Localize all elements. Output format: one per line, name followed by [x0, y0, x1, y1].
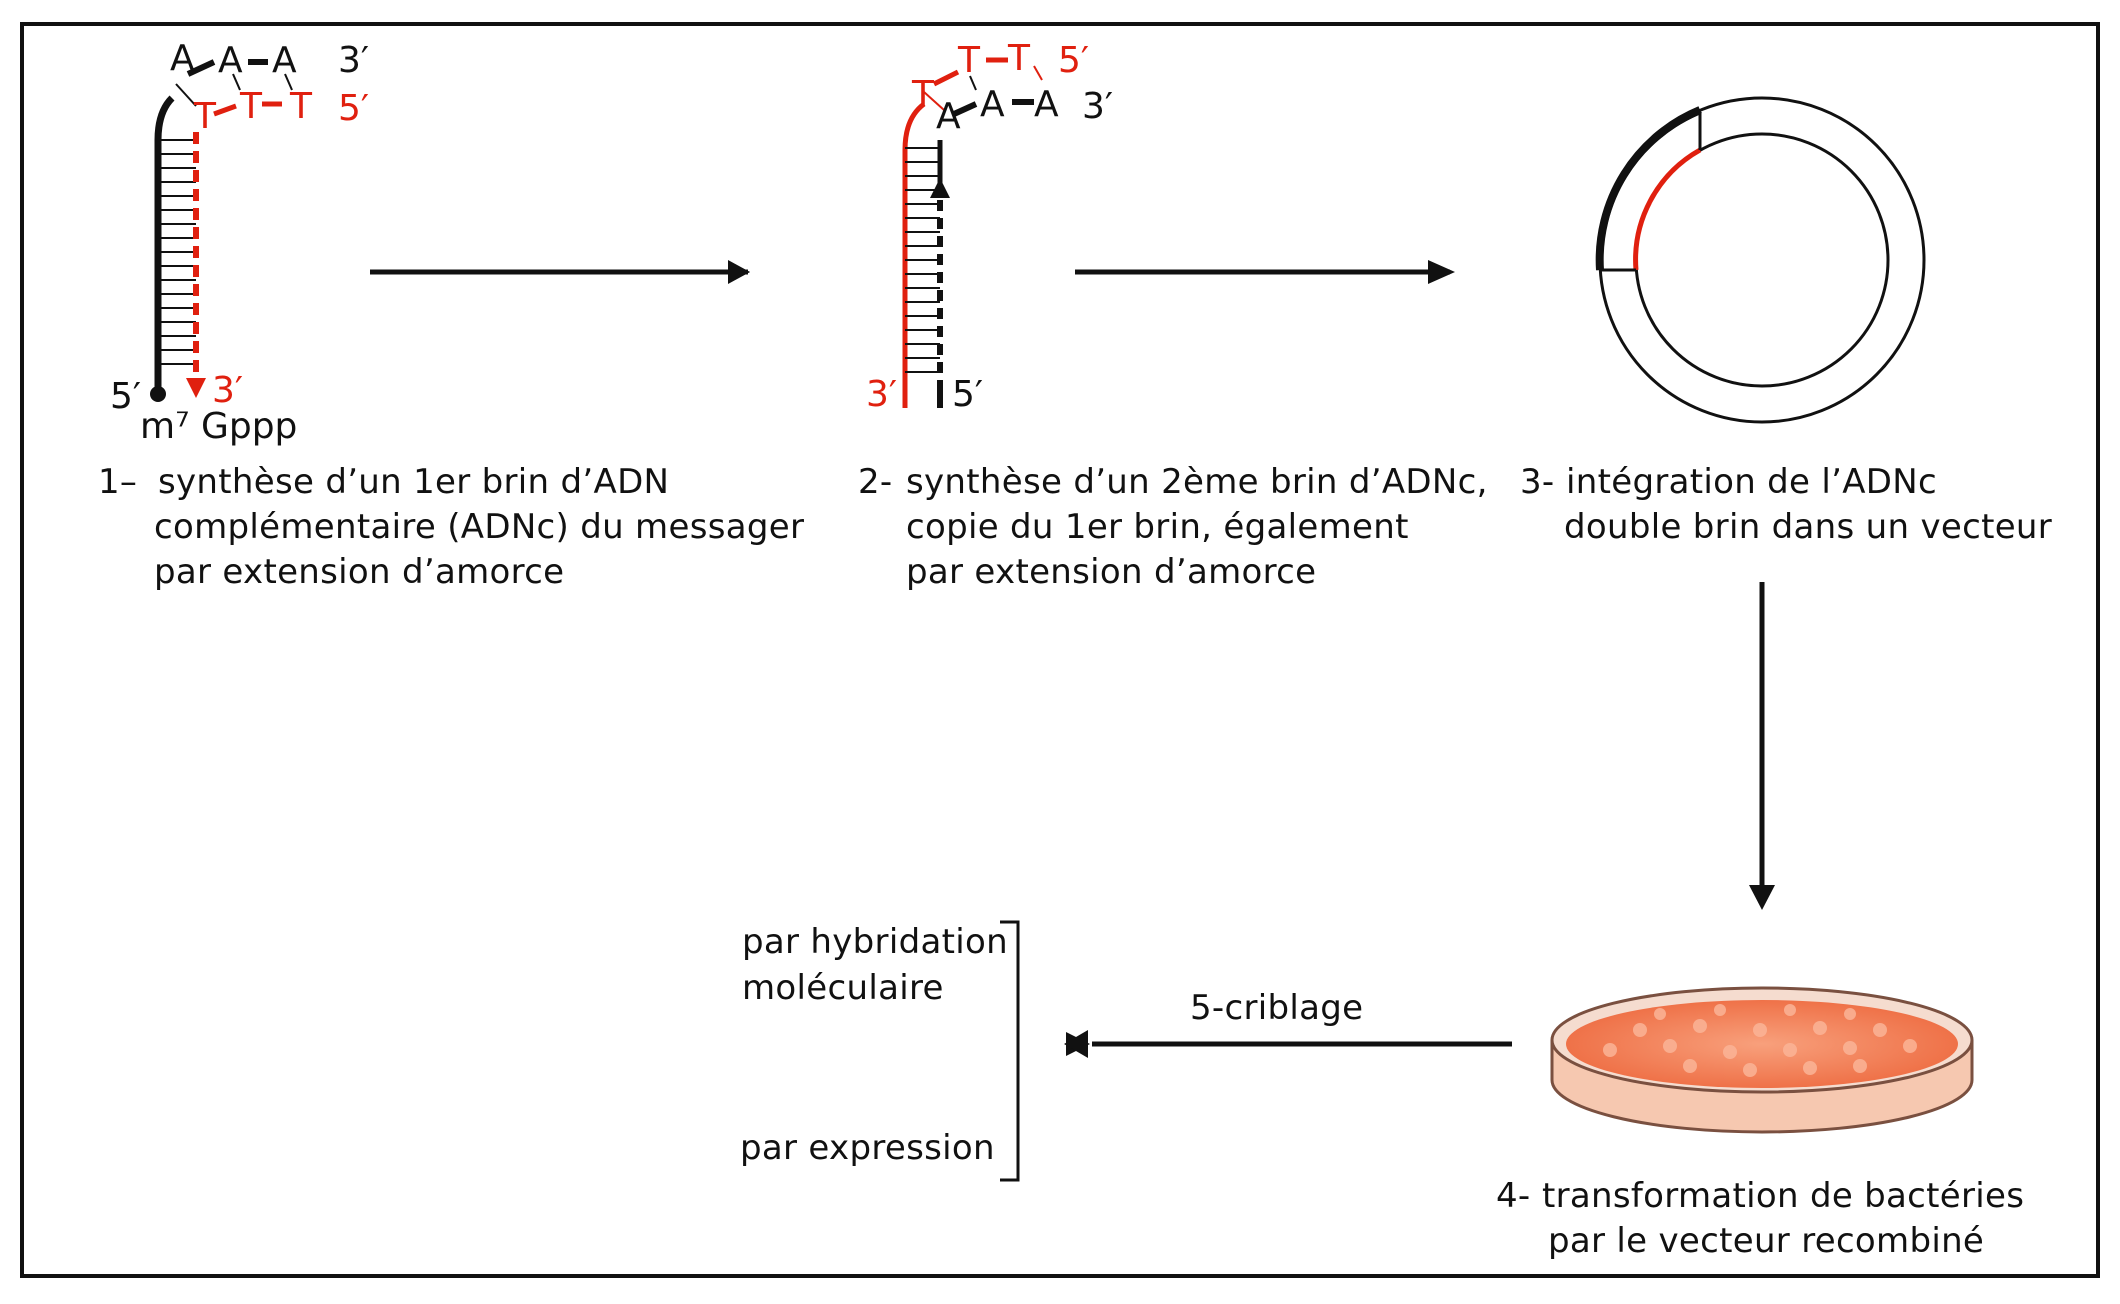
step3-caption: 3- intégration de l’ADNc double brin dan…	[1520, 460, 2052, 550]
step1-line3: par extension d’amorce	[154, 552, 565, 592]
end-3-prime-bottom: 3′	[212, 370, 244, 411]
base-t3: T	[290, 86, 312, 127]
step2-line2: copie du 1er brin, également	[906, 507, 1409, 547]
first-strand-red	[902, 101, 926, 408]
base-t1-2: T	[912, 74, 934, 115]
vector-plasmid	[1546, 45, 1926, 424]
base-a3-2: A	[1034, 84, 1059, 125]
figure-frame	[20, 22, 2100, 1278]
base-t1: T	[194, 96, 216, 137]
step4-line1: transformation de bactéries	[1542, 1176, 2025, 1216]
step3-line2: double brin dans un vecteur	[1564, 507, 2053, 547]
method-expression: par expression	[740, 1128, 995, 1168]
base-a3: A	[272, 40, 297, 81]
end-3-prime-black: 3′	[338, 40, 370, 81]
bacterial-colonies	[1566, 1000, 1958, 1088]
base-pair-rungs	[158, 139, 196, 365]
step1-number: 1–	[98, 462, 138, 502]
cap-dot	[150, 386, 166, 402]
insert-inner-red	[1633, 147, 1702, 271]
step1-caption: 1– synthèse d’un 1er brin d’ADN compléme…	[98, 460, 804, 595]
end-5-prime-bottom-2: 5′	[952, 374, 984, 415]
petri-dish	[1550, 986, 1974, 1134]
base-a2: A	[218, 40, 243, 81]
step2-line3: par extension d’amorce	[906, 552, 1317, 592]
cap-label: m⁷ Gppp	[140, 406, 298, 447]
step4-number: 4-	[1496, 1176, 1531, 1216]
base-t3-2: T	[1008, 38, 1030, 79]
step4-caption: 4- transformation de bactéries par le ve…	[1496, 1174, 2024, 1264]
mrna-strand	[154, 95, 175, 392]
end-3-prime-black-2: 3′	[1082, 86, 1114, 127]
first-strand-arrowhead	[186, 378, 206, 398]
step2-line1: synthèse d’un 2ème brin d’ADNc,	[906, 462, 1488, 502]
method-hybridation: par hybridation	[742, 922, 1008, 962]
base-a1-2: A	[936, 96, 961, 137]
step2-number: 2-	[858, 462, 893, 502]
method-moleculaire: moléculaire	[742, 968, 944, 1008]
base-a2-2: A	[980, 84, 1005, 125]
methods-bracket	[1000, 920, 1020, 1182]
base-pair-rungs-2	[905, 147, 940, 373]
base-a1: A	[170, 38, 195, 79]
step2-diagram	[902, 57, 1043, 408]
base-t2-2: T	[958, 40, 980, 81]
end-5-prime-bottom: 5′	[110, 376, 142, 417]
step1-line1: synthèse d’un 1er brin d’ADN	[158, 462, 670, 502]
end-5-prime-red-2: 5′	[1058, 40, 1090, 81]
step1-diagram	[150, 59, 293, 402]
vector-black-segment	[1546, 45, 1699, 272]
step3-number: 3-	[1520, 462, 1555, 502]
end-5-prime-red: 5′	[338, 88, 370, 129]
screening-label: 5-criblage	[1190, 988, 1364, 1028]
step3-line1: intégration de l’ADNc	[1566, 462, 1938, 502]
end-3-prime-bottom-2: 3′	[866, 374, 898, 415]
base-t2: T	[240, 86, 262, 127]
insert-outer-arc	[1547, 50, 1700, 270]
step1-line2: complémentaire (ADNc) du messager	[154, 507, 805, 547]
step2-caption: 2- synthèse d’un 2ème brin d’ADNc, copie…	[858, 460, 1488, 595]
step4-line2: par le vecteur recombiné	[1548, 1221, 1985, 1261]
second-strand-arrowhead	[930, 178, 950, 198]
